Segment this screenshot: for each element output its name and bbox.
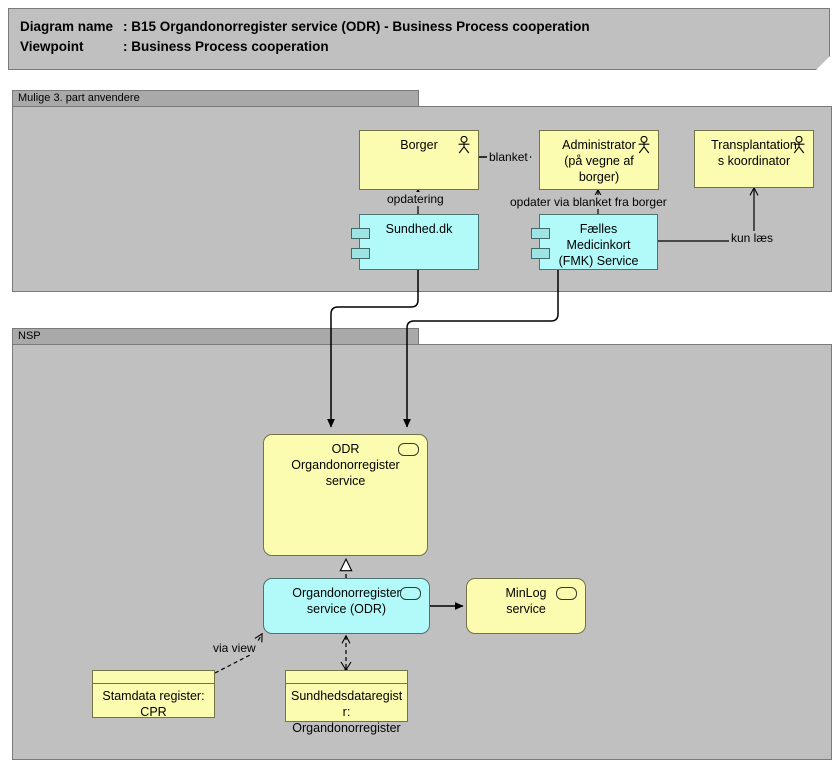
- node-transplantationskoordinator-label: Transplantation s koordinator: [711, 138, 797, 168]
- data-object-icon: [93, 671, 214, 684]
- diagram-name-line: Diagram name: B15 Organdonorregister ser…: [20, 19, 590, 34]
- node-sundhedsdataregister-organdonorregister-label: Sundhedsdataregiste r: Organdonorregiste…: [291, 689, 402, 735]
- service-icon: [400, 587, 421, 600]
- component-icon-tab-top: [351, 228, 370, 239]
- node-borger-label: Borger: [400, 138, 438, 152]
- service-icon: [556, 587, 577, 600]
- node-minlog-service-label: MinLog service: [505, 586, 547, 616]
- node-stamdata-register-cpr[interactable]: Stamdata register: CPR: [92, 670, 215, 719]
- viewpoint-line: Viewpoint: Business Process cooperation: [20, 39, 329, 54]
- group-mulige-label: Mulige 3. part anvendere: [12, 90, 419, 107]
- service-icon: [398, 443, 419, 456]
- node-organdonorregister-service-odr[interactable]: Organdonorregister service (ODR): [263, 578, 430, 634]
- diagram-title-banner: Diagram name: B15 Organdonorregister ser…: [8, 8, 830, 70]
- actor-icon: [793, 136, 805, 154]
- component-icon-tab-bottom: [351, 248, 370, 259]
- node-stamdata-register-cpr-label: Stamdata register: CPR: [102, 689, 205, 719]
- diagram-name-value: B15 Organdonorregister service (ODR) - B…: [131, 19, 590, 34]
- group-nsp-label: NSP: [12, 328, 419, 345]
- edge-label-blanket: blanket: [487, 150, 530, 164]
- node-borger[interactable]: Borger: [359, 130, 479, 190]
- node-fmk-service-label: Fælles Medicinkort (FMK) Service: [558, 222, 639, 268]
- component-icon-tab-top: [531, 228, 550, 239]
- edge-label-opdatering: opdatering: [385, 192, 446, 206]
- viewpoint-key: Viewpoint: [20, 39, 84, 54]
- node-administrator[interactable]: Administrator (på vegne af borger): [539, 130, 659, 190]
- actor-icon: [638, 136, 650, 154]
- diagram-name-sep: :: [123, 19, 132, 34]
- node-sundhed-dk-label: Sundhed.dk: [385, 222, 453, 236]
- node-administrator-label: Administrator (på vegne af borger): [562, 138, 636, 184]
- node-sundhed-dk[interactable]: Sundhed.dk: [351, 214, 479, 270]
- viewpoint-sep: :: [123, 39, 132, 54]
- component-icon-tab-bottom: [531, 248, 550, 259]
- node-odr-organdonorregister-service-label: ODR Organdonorregister service: [291, 442, 400, 488]
- data-object-icon: [286, 671, 407, 684]
- node-organdonorregister-service-odr-label: Organdonorregister service (ODR): [292, 586, 401, 616]
- edge-label-via-view: via view: [211, 641, 258, 655]
- actor-icon: [458, 136, 470, 154]
- node-minlog-service[interactable]: MinLog service: [466, 578, 586, 634]
- edge-label-kun-laes: kun læs: [729, 231, 776, 245]
- node-transplantationskoordinator[interactable]: Transplantation s koordinator: [694, 130, 814, 188]
- node-odr-organdonorregister-service[interactable]: ODR Organdonorregister service: [263, 434, 428, 556]
- diagram-name-key: Diagram name: [20, 19, 114, 34]
- viewpoint-value: Business Process cooperation: [131, 39, 329, 54]
- edge-label-opdater-via-blanket: opdater via blanket fra borger: [508, 195, 669, 209]
- node-sundhedsdataregister-organdonorregister[interactable]: Sundhedsdataregiste r: Organdonorregiste…: [285, 670, 408, 735]
- node-fmk-service[interactable]: Fælles Medicinkort (FMK) Service: [531, 214, 658, 270]
